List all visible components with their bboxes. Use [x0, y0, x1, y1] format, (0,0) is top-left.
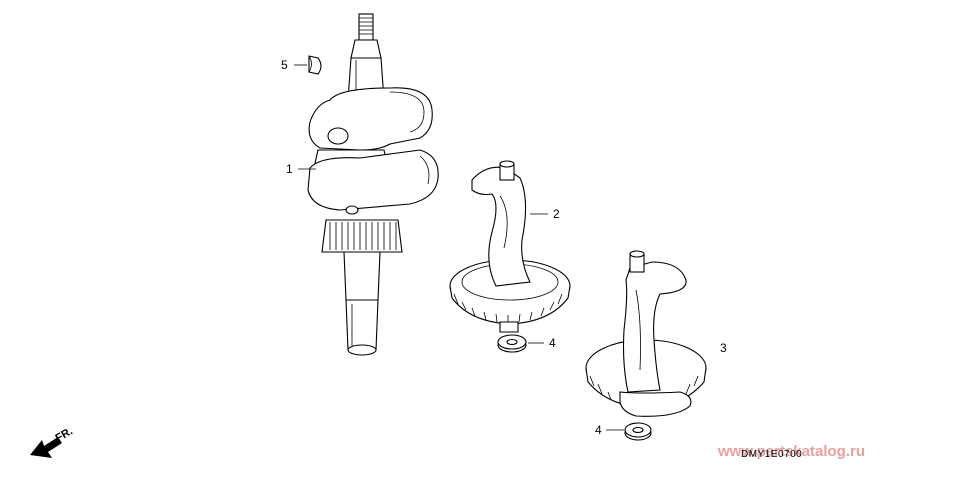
- front-direction-label: FR.: [54, 425, 75, 444]
- washer-upper[interactable]: [497, 334, 527, 353]
- washer-lower[interactable]: [624, 422, 652, 441]
- callout-5: 5: [281, 58, 288, 72]
- front-direction-arrow-icon: [30, 437, 62, 458]
- watermark: www.partskatalog.ru: [717, 443, 865, 460]
- diagram-code: DMY1E0700: [741, 449, 802, 460]
- callout-4a: 4: [549, 336, 556, 350]
- callout-4b: 4: [595, 423, 602, 437]
- woodruff-key[interactable]: [308, 55, 322, 75]
- callout-3: 3: [720, 341, 727, 355]
- crankshaft[interactable]: [307, 13, 439, 356]
- crankshaft-type-2[interactable]: [449, 160, 571, 333]
- crankshaft-type-3[interactable]: [585, 250, 707, 417]
- callout-1: 1: [286, 162, 293, 176]
- callout-2: 2: [553, 207, 560, 221]
